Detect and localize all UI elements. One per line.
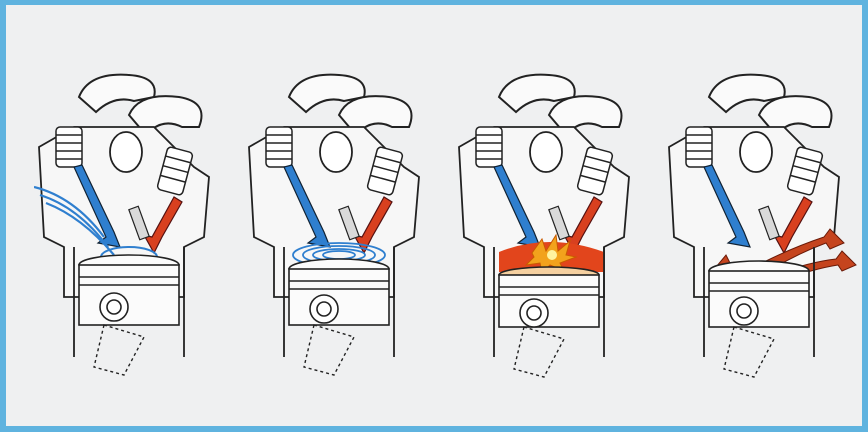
connecting-rod	[724, 327, 774, 377]
camshaft	[530, 132, 562, 172]
engine-stage-combustion	[454, 57, 654, 397]
valve-spring-intake	[266, 127, 292, 167]
connecting-rod	[514, 327, 564, 377]
camshaft	[320, 132, 352, 172]
piston	[289, 259, 389, 325]
connecting-rod	[304, 325, 354, 375]
piston	[499, 267, 599, 327]
piston	[709, 261, 809, 327]
piston	[79, 255, 179, 325]
connecting-rod	[94, 325, 144, 375]
valve-spring-intake	[686, 127, 712, 167]
engine-combustion-illustration	[454, 57, 654, 397]
camshaft	[740, 132, 772, 172]
four-stroke-cycle-diagram	[34, 57, 862, 397]
engine-stage-exhaust	[664, 57, 864, 397]
engine-exhaust-illustration	[664, 57, 864, 397]
camshaft	[110, 132, 142, 172]
valve-spring-intake	[476, 127, 502, 167]
valve-spring-intake	[56, 127, 82, 167]
engine-stage-compression	[244, 57, 444, 397]
engine-intake-illustration	[34, 57, 234, 397]
engine-stage-intake	[34, 57, 234, 397]
engine-compression-illustration	[244, 57, 444, 397]
